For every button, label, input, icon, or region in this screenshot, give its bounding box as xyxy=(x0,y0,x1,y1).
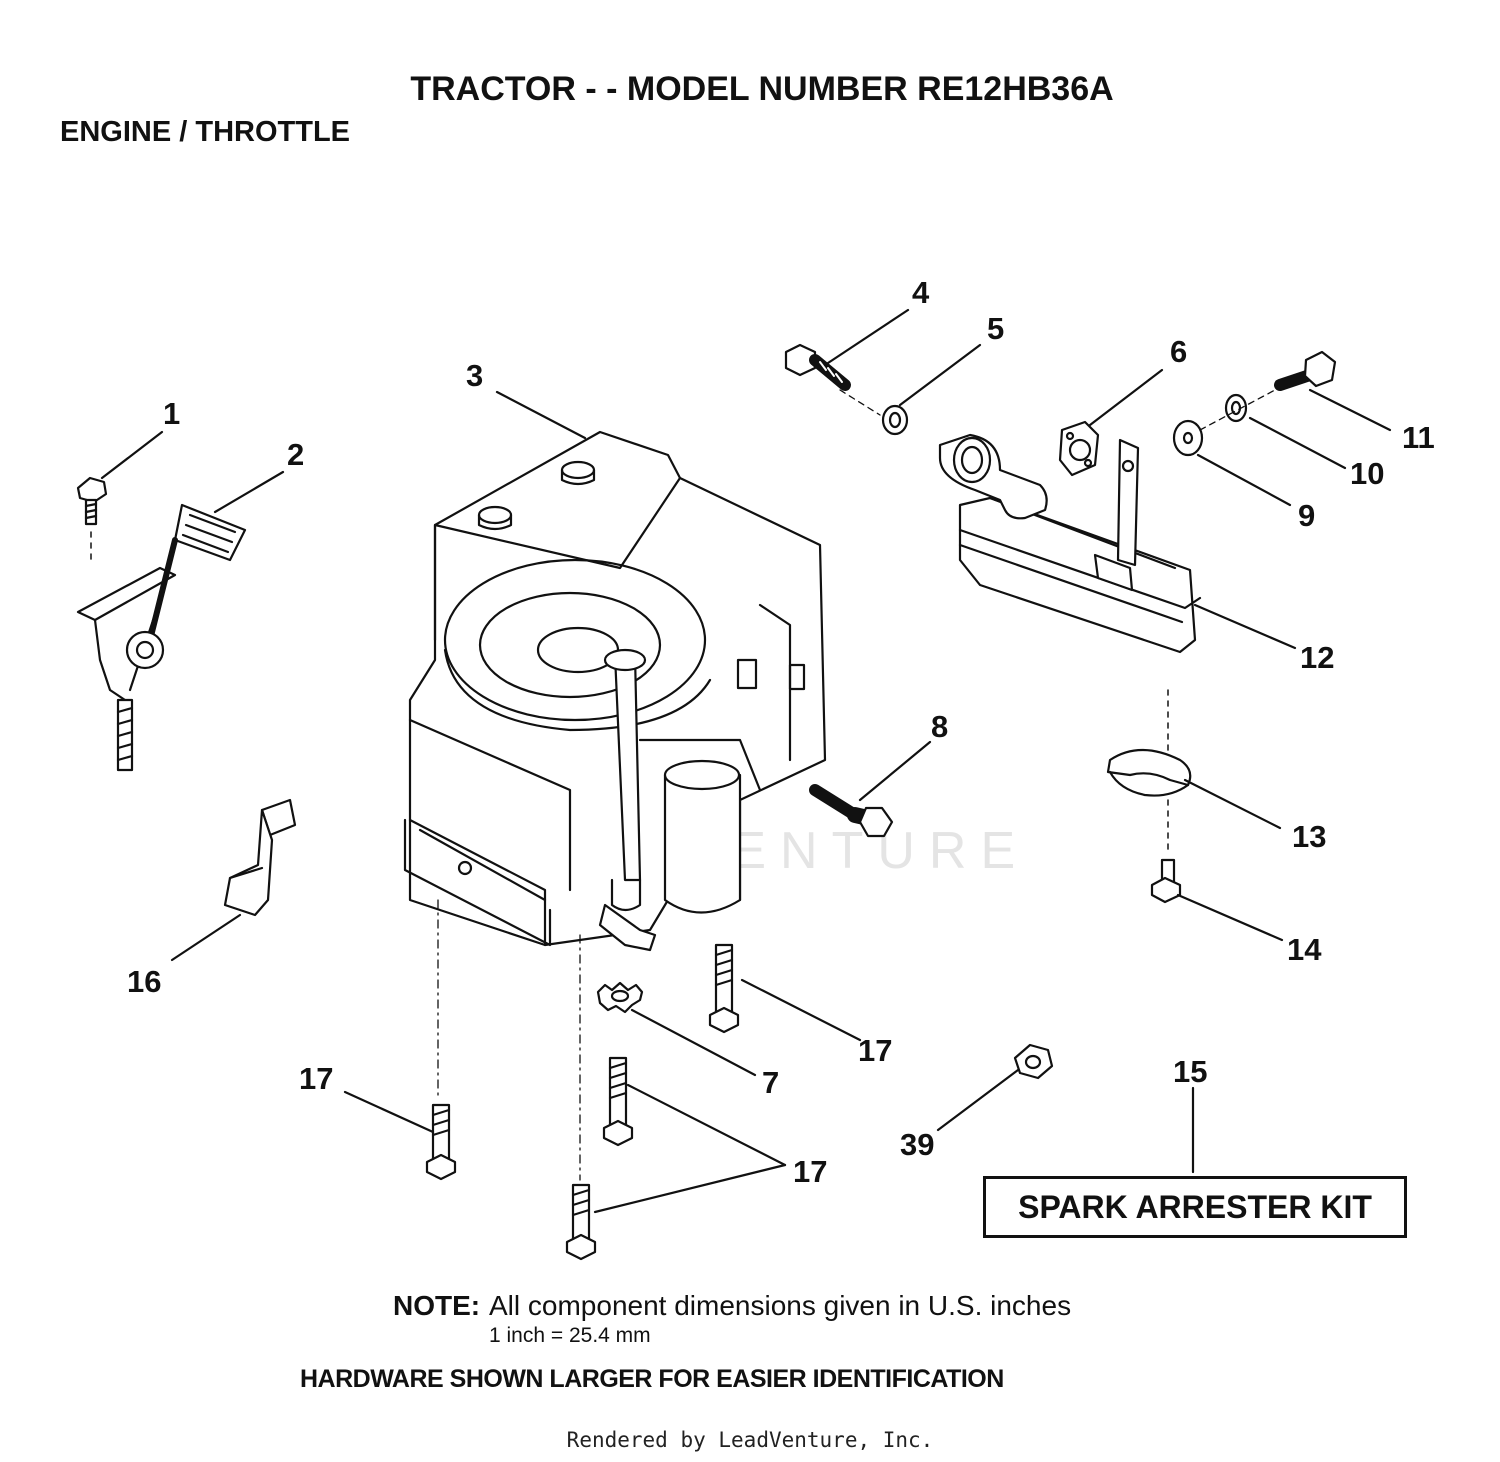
screw-14-icon xyxy=(1150,858,1182,904)
callout-39: 39 xyxy=(900,1127,934,1162)
callout-17a: 17 xyxy=(858,1033,892,1068)
bolt-11-icon xyxy=(1274,350,1337,391)
footer-credit: Rendered by LeadVenture, Inc. xyxy=(566,1428,934,1452)
callout-10: 10 xyxy=(1350,456,1384,491)
spark-arrester-screen-icon xyxy=(1106,749,1192,797)
callout-16: 16 xyxy=(127,964,161,999)
lock-washer-icon xyxy=(881,404,909,436)
throttle-bracket-icon xyxy=(223,798,297,917)
bolt-8-icon xyxy=(809,784,894,838)
callout-13: 13 xyxy=(1292,819,1326,854)
callout-9: 9 xyxy=(1298,498,1315,533)
bolt-17c-icon xyxy=(602,1056,634,1147)
gasket-icon xyxy=(1058,420,1100,477)
muffler-icon xyxy=(938,433,1202,654)
callout-12: 12 xyxy=(1300,640,1334,675)
leader-lines xyxy=(100,308,1392,1214)
throttle-screw-icon xyxy=(76,476,108,526)
callout-3: 3 xyxy=(466,358,483,393)
engine-icon xyxy=(403,430,827,952)
nut-39-icon xyxy=(1013,1043,1054,1080)
callout-4: 4 xyxy=(912,275,930,310)
callout-14: 14 xyxy=(1287,932,1322,967)
callout-2: 2 xyxy=(287,437,304,472)
callout-5: 5 xyxy=(987,311,1004,346)
callout-17b: 17 xyxy=(299,1061,333,1096)
note-label: NOTE: xyxy=(393,1290,481,1321)
callout-17c: 17 xyxy=(793,1154,827,1189)
callout-6: 6 xyxy=(1170,334,1187,369)
note-text: All component dimensions given in U.S. i… xyxy=(489,1290,1072,1321)
diagram-title: TRACTOR - - MODEL NUMBER RE12HB36A xyxy=(410,70,1114,108)
flat-washer-icon xyxy=(1172,419,1204,457)
bolt-17a-icon xyxy=(708,943,740,1034)
bolt-4-icon xyxy=(784,343,851,391)
callout-1: 1 xyxy=(163,396,180,431)
bolt-17b-icon xyxy=(425,1103,457,1181)
bolt-17d-icon xyxy=(565,1183,597,1261)
throttle-control-icon xyxy=(76,503,247,772)
callout-11: 11 xyxy=(1402,420,1435,455)
star-washer-icon xyxy=(596,981,644,1014)
spark-arrester-kit-label: SPARK ARRESTER KIT xyxy=(983,1176,1407,1238)
section-subtitle: ENGINE / THROTTLE xyxy=(60,116,350,148)
callout-8: 8 xyxy=(931,709,948,744)
note-block: NOTE: All component dimensions given in … xyxy=(393,1290,1071,1347)
hardware-note: HARDWARE SHOWN LARGER FOR EASIER IDENTIF… xyxy=(300,1365,1004,1393)
callout-7: 7 xyxy=(762,1065,779,1100)
lock-washer-10-icon xyxy=(1224,393,1248,423)
callout-15: 15 xyxy=(1173,1054,1207,1089)
note-conversion: 1 inch = 25.4 mm xyxy=(489,1324,651,1347)
